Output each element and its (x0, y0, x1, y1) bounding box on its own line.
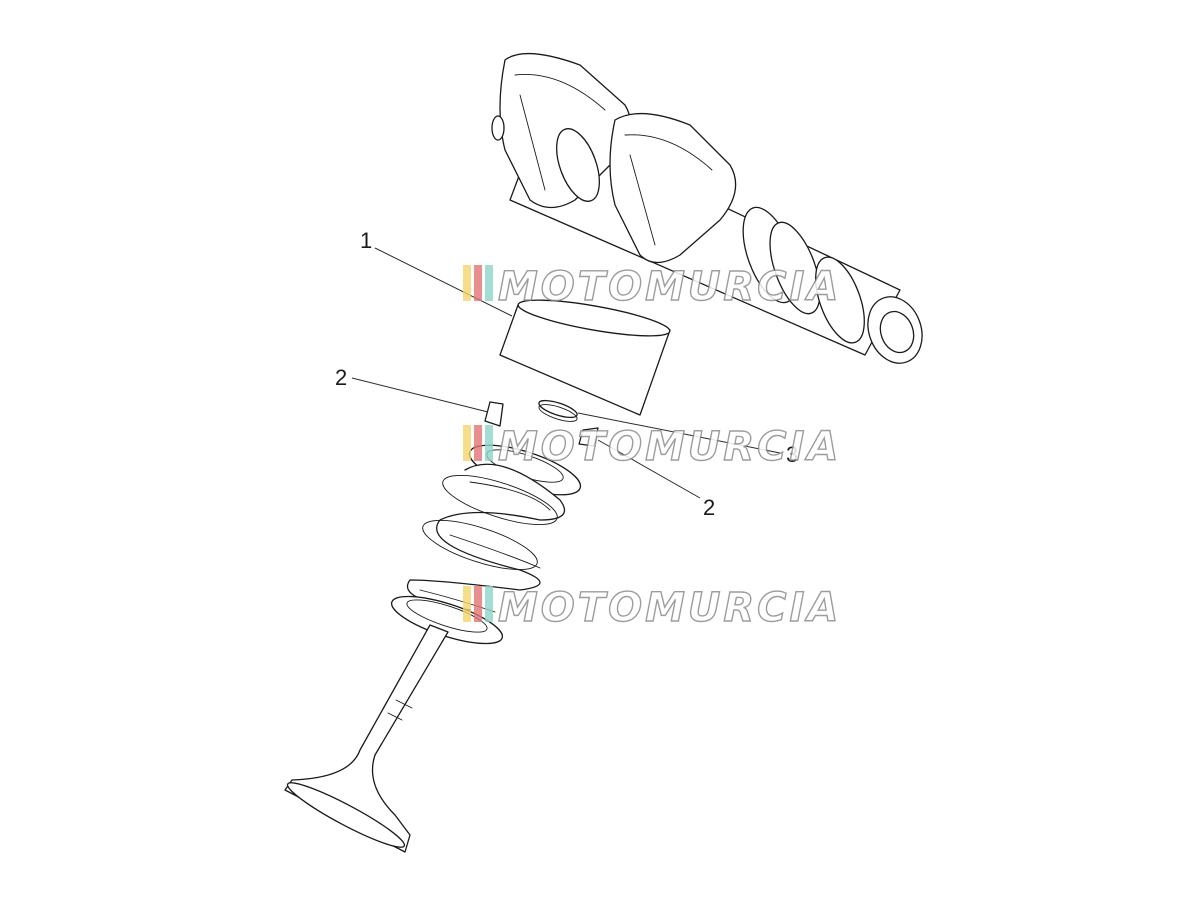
camshaft (491, 52, 923, 364)
leader-3 (577, 412, 781, 454)
tappet-bucket (499, 299, 671, 416)
callout-shim: 3 (786, 442, 798, 467)
watermark-text: MOTOMURCIA (498, 264, 841, 310)
camshaft-lobe-2 (609, 112, 737, 264)
leader-1 (374, 247, 513, 317)
watermark-logo-2: MOTOMURCIA (463, 423, 841, 471)
watermark-logo-1: MOTOMURCIA (463, 263, 841, 311)
watermark-text: MOTOMURCIA (498, 585, 841, 631)
leader-2-right (597, 439, 701, 499)
valve-shim (538, 399, 578, 422)
watermark-text: MOTOMURCIA (498, 424, 841, 470)
leader-2-left (351, 377, 489, 413)
callout-cotter-left: 2 (335, 365, 347, 390)
valve-cotter-right (578, 427, 599, 447)
callout-tappet: 1 (360, 228, 372, 253)
camshaft-journal (556, 128, 600, 202)
watermark-logo-3: MOTOMURCIA (463, 584, 841, 632)
callout-cotter-right: 2 (703, 495, 715, 520)
valve-cotter-left (484, 401, 504, 427)
valve (284, 624, 449, 853)
